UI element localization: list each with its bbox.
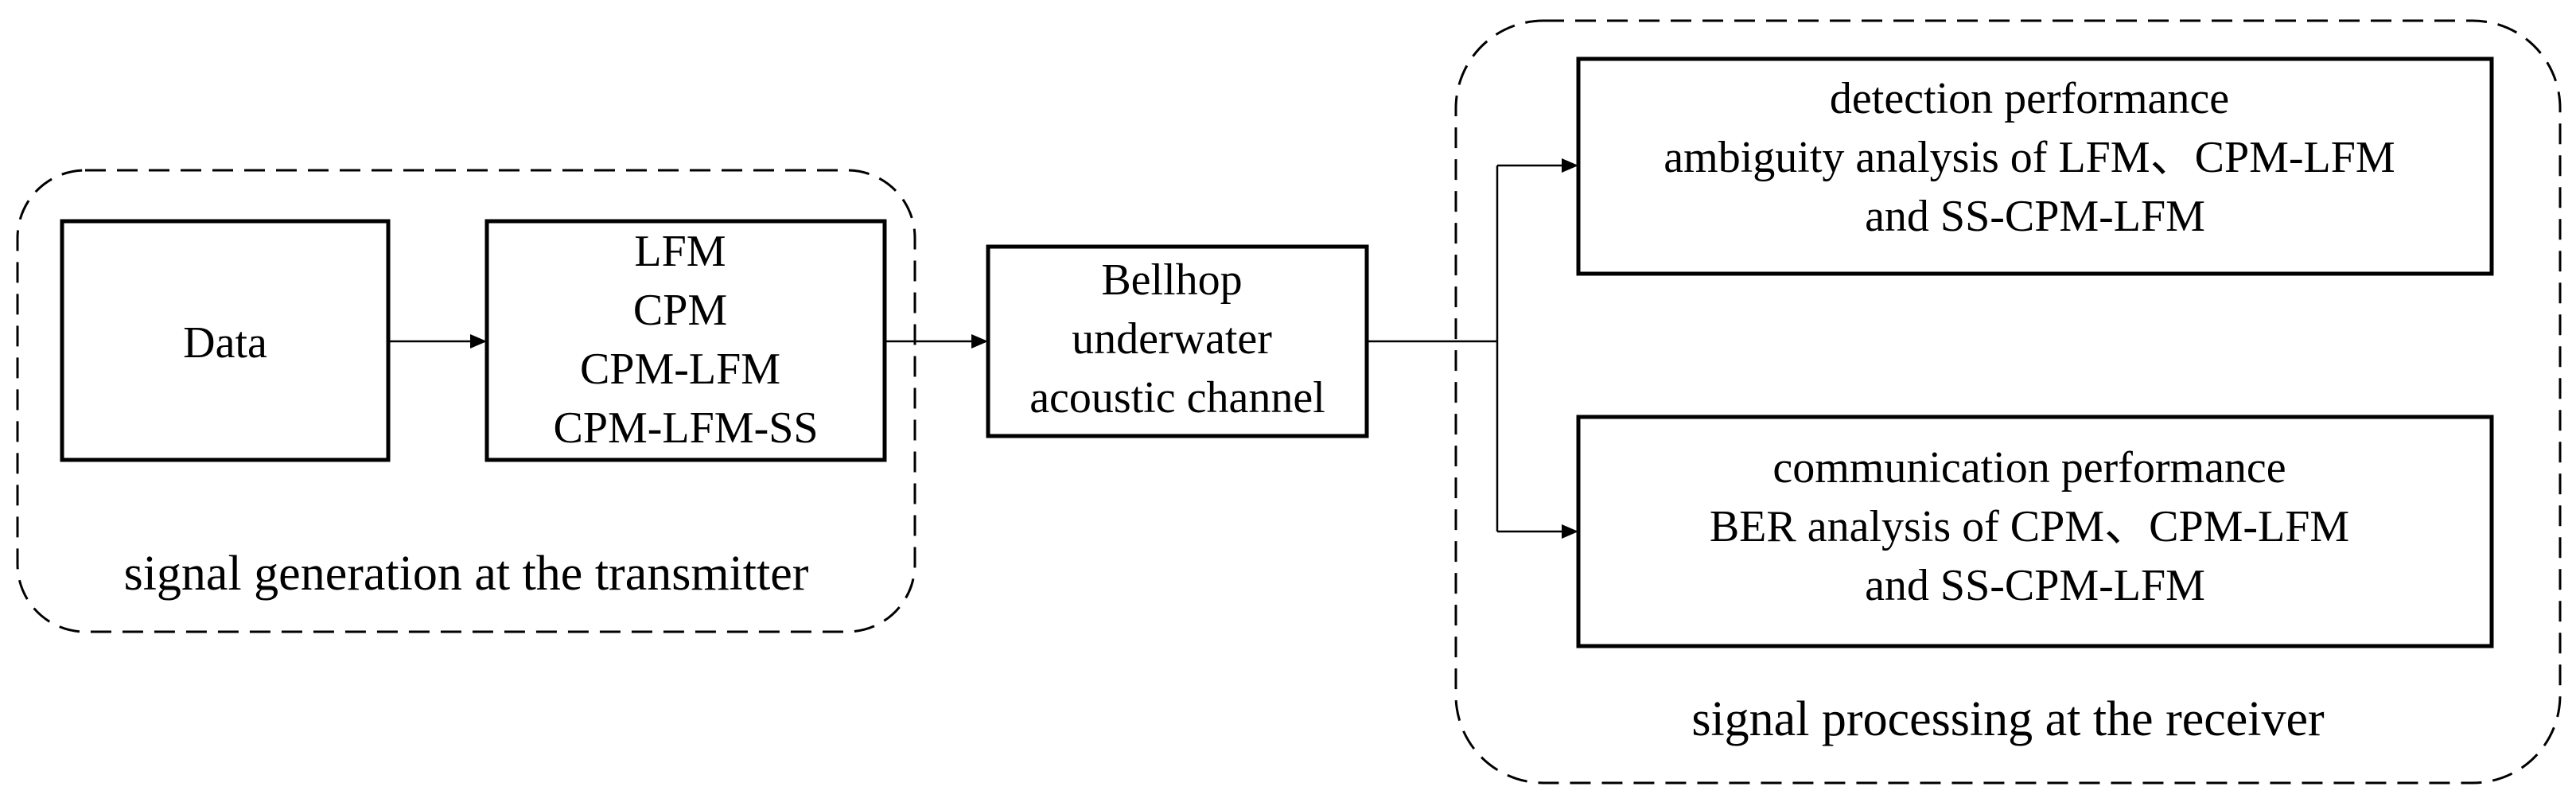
receiver-group-label: signal processing at the receiver — [1691, 692, 2325, 746]
data-block: Data — [60, 219, 391, 462]
data-block-line: Data — [183, 318, 267, 368]
data-block-border — [60, 219, 391, 462]
communication-block: communication performance BER analysis o… — [1576, 415, 2494, 648]
transmitter-group: signal generation at the transmitter — [16, 169, 916, 633]
modulation-line: CPM-LFM — [580, 345, 780, 394]
channel-block-text: Bellhop underwater acoustic channel — [1029, 255, 1325, 422]
modulation-line: LFM — [634, 227, 726, 276]
detection-block-border — [1576, 56, 2494, 276]
connectors — [388, 158, 1578, 539]
detection-block-text: detection performance ambiguity analysis… — [1664, 74, 2406, 241]
transmitter-group-border — [16, 169, 916, 633]
detection-line: and SS-CPM-LFM — [1865, 192, 2205, 241]
channel-block: Bellhop underwater acoustic channel — [986, 244, 1369, 438]
channel-block-border — [986, 244, 1369, 438]
communication-line: and SS-CPM-LFM — [1865, 561, 2205, 610]
channel-line: acoustic channel — [1029, 373, 1325, 422]
transmitter-group-label: signal generation at the transmitter — [124, 547, 809, 601]
data-block-text: Data — [183, 318, 267, 368]
communication-block-border — [1576, 415, 2494, 648]
modulation-block-border — [484, 219, 887, 462]
channel-line: underwater — [1072, 314, 1272, 364]
detection-line: ambiguity analysis of LFM、CPM-LFM — [1664, 133, 2395, 182]
modulation-to-channel-arrowhead — [971, 334, 988, 348]
branch-to-communication-arrowhead — [1562, 524, 1578, 539]
communication-line: BER analysis of CPM、CPM-LFM — [1710, 502, 2349, 551]
modulation-line: CPM-LFM-SS — [553, 403, 818, 453]
communication-block-text: communication performance BER analysis o… — [1710, 443, 2360, 610]
data-to-modulation-arrowhead — [470, 334, 487, 348]
communication-line: communication performance — [1772, 443, 2286, 493]
channel-line: Bellhop — [1101, 255, 1242, 305]
detection-line: detection performance — [1830, 74, 2229, 123]
modulation-line: CPM — [633, 286, 727, 335]
receiver-group-border — [1454, 19, 2562, 785]
modulation-block: LFM CPM CPM-LFM CPM-LFM-SS — [484, 219, 887, 462]
receiver-group: signal processing at the receiver — [1454, 19, 2562, 785]
branch-to-detection-arrowhead — [1562, 158, 1578, 173]
modulation-block-text: LFM CPM CPM-LFM CPM-LFM-SS — [553, 227, 818, 453]
detection-block: detection performance ambiguity analysis… — [1576, 56, 2494, 276]
